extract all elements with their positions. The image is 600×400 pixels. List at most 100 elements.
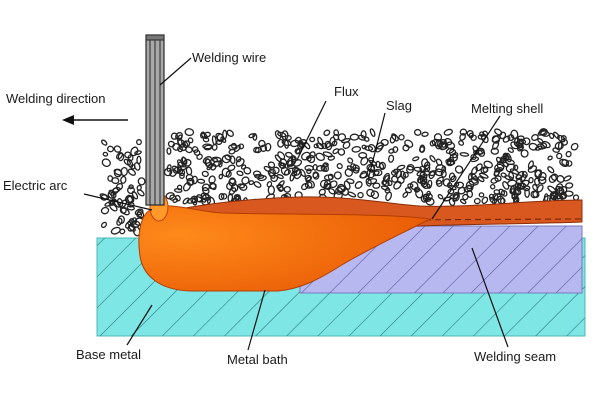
- leader-base-metal: [126, 304, 153, 346]
- flux-granule: [532, 190, 540, 199]
- flux-granule: [570, 142, 579, 151]
- flux-granule: [358, 152, 368, 159]
- flux-granule: [477, 176, 485, 183]
- flux-granule: [315, 165, 326, 172]
- flux-granule: [285, 151, 293, 158]
- flux-granule: [335, 186, 343, 195]
- flux-granule: [396, 164, 406, 171]
- flux-granule: [210, 163, 217, 171]
- flux-granule: [323, 174, 334, 181]
- flux-granule: [178, 168, 186, 177]
- flux-granule: [299, 168, 306, 178]
- label-base-metal: Base metal: [76, 347, 142, 362]
- flux-granule: [515, 174, 522, 181]
- welding-wire: [145, 34, 165, 206]
- flux-granule: [173, 188, 183, 193]
- flux-granule: [528, 142, 538, 151]
- flux-granule: [202, 156, 213, 165]
- flux-granule: [552, 147, 560, 153]
- flux-granule: [252, 170, 262, 177]
- flux-granule: [450, 175, 457, 183]
- flux-granule: [387, 180, 393, 187]
- flux-granule: [447, 188, 455, 195]
- flux-granule: [303, 141, 311, 150]
- flux-granule: [393, 181, 402, 190]
- flux-granule: [478, 192, 485, 198]
- flux-granule: [113, 168, 122, 178]
- flux-granule: [184, 128, 195, 137]
- flux-granule: [537, 129, 547, 136]
- flux-granule: [277, 131, 287, 138]
- flux-granule: [369, 128, 376, 137]
- leader-metal-bath: [247, 289, 266, 351]
- flux-granule: [435, 179, 443, 187]
- flux-granule: [322, 151, 333, 158]
- flux-granule: [312, 171, 320, 180]
- flux-granule: [363, 136, 370, 142]
- flux-granule: [119, 206, 127, 214]
- flux-granule: [182, 141, 189, 149]
- flux-granule: [167, 140, 175, 148]
- flux-granule: [119, 228, 126, 235]
- flux-granule: [304, 181, 313, 189]
- flux-granule: [241, 176, 250, 185]
- flux-granule: [313, 143, 319, 149]
- flux-granule: [563, 175, 572, 182]
- flux-granule: [235, 156, 242, 163]
- flux-granule: [120, 175, 127, 184]
- flux-granule: [276, 174, 284, 180]
- flux-granule: [419, 146, 425, 153]
- flux-granule: [480, 166, 489, 174]
- flux-granule: [367, 165, 375, 173]
- flux-granule: [306, 168, 312, 175]
- flux-granule: [429, 140, 436, 147]
- flux-granule: [290, 156, 297, 165]
- flux-granule: [459, 198, 467, 205]
- flux-granule: [509, 168, 520, 175]
- flux-granule: [433, 133, 443, 142]
- flux-granule: [375, 144, 384, 153]
- flux-granule: [438, 141, 449, 150]
- flux-granule: [113, 199, 121, 208]
- flux-granule: [398, 134, 405, 141]
- welding-seam: [299, 225, 583, 294]
- leader-melting-shell: [431, 115, 501, 220]
- flux-granule: [367, 178, 378, 185]
- flux-granule: [137, 209, 145, 219]
- flux-granule: [459, 152, 470, 157]
- flux-granule: [351, 145, 362, 153]
- flux-granule: [276, 184, 285, 191]
- leader-electric-arc: [83, 193, 153, 211]
- flux-granule: [101, 158, 111, 167]
- flux-granule: [202, 143, 213, 150]
- flux-granule: [258, 139, 266, 148]
- flux-granule: [489, 183, 496, 190]
- flux-granule: [473, 197, 481, 205]
- flux-granule: [467, 172, 473, 181]
- flux-granule: [360, 156, 369, 166]
- flux-granule: [412, 156, 420, 162]
- flux-granule: [421, 131, 429, 137]
- flux-granule: [504, 158, 515, 166]
- flux-granule: [516, 139, 524, 149]
- flux-granule: [297, 140, 304, 147]
- flux-granule: [110, 226, 121, 235]
- flux-granule: [136, 189, 145, 197]
- flux-granule: [113, 145, 122, 153]
- flux-granule: [115, 182, 124, 191]
- flux-granule: [286, 164, 296, 170]
- flux-granule: [220, 193, 228, 200]
- flux-granule: [216, 133, 224, 143]
- flux-granule: [323, 129, 331, 137]
- flux-granule: [254, 173, 265, 179]
- flux-granule: [492, 140, 500, 150]
- flux-granule: [177, 145, 184, 153]
- flux-granule: [389, 134, 397, 144]
- flux-granule: [429, 155, 436, 163]
- flux-granule: [359, 172, 369, 179]
- flux-granule: [419, 165, 427, 174]
- flux-granule: [538, 128, 549, 136]
- flux-granule: [253, 181, 262, 188]
- flux-granule: [372, 170, 380, 177]
